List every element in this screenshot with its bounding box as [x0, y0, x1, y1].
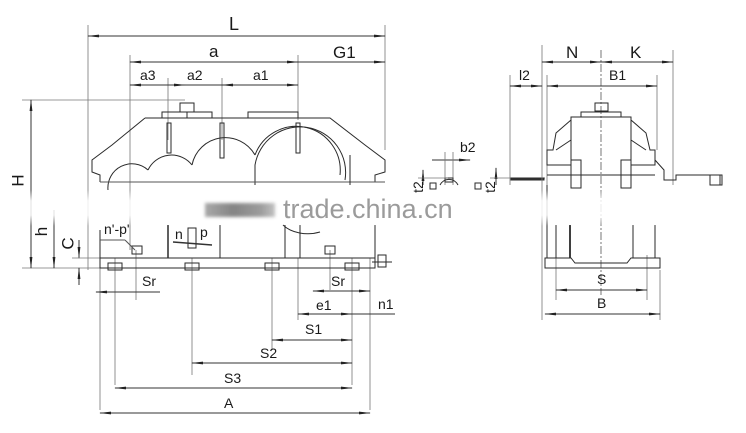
label-b: B — [597, 295, 607, 311]
label-s1: S1 — [305, 321, 323, 337]
keyway-detail — [418, 152, 545, 190]
label-l2: l2 — [519, 67, 530, 83]
base-plate — [99, 257, 376, 269]
label-n1: n1 — [378, 296, 394, 312]
label-s: S — [597, 271, 607, 287]
label-a-total: A — [224, 395, 234, 411]
watermark: trade.china.cn — [283, 194, 453, 224]
label-e1: e1 — [316, 297, 332, 313]
label-center-height: h — [32, 226, 52, 237]
label-a3: a3 — [140, 67, 156, 83]
label-sr-left: Sr — [142, 273, 156, 289]
label-sr-right: Sr — [331, 273, 345, 289]
blur-band — [0, 190, 746, 226]
label-b1: B1 — [609, 67, 627, 83]
label-a2: a2 — [187, 67, 203, 83]
label-overall-length: L — [229, 14, 240, 34]
label-base-thickness: C — [58, 237, 78, 250]
label-n: N — [566, 43, 579, 62]
label-center-distance-total: a — [209, 42, 219, 61]
label-g1: G1 — [333, 43, 356, 62]
label-bolt-p: p — [200, 224, 208, 240]
label-k: K — [630, 43, 642, 62]
label-b2: b2 — [460, 139, 476, 155]
label-a1: a1 — [253, 67, 269, 83]
front-view — [22, 25, 395, 415]
label-s3: S3 — [224, 370, 242, 386]
smudge — [205, 203, 275, 217]
label-t2-left: t2 — [409, 181, 426, 193]
label-foot-bolt: n'-p' — [104, 221, 130, 237]
label-bolt-n: n — [175, 226, 183, 242]
label-overall-height: H — [8, 174, 28, 187]
label-t2-right: t2 — [481, 181, 498, 193]
casing-top — [145, 117, 386, 182]
side-view — [509, 45, 723, 320]
label-s2: S2 — [260, 345, 278, 361]
